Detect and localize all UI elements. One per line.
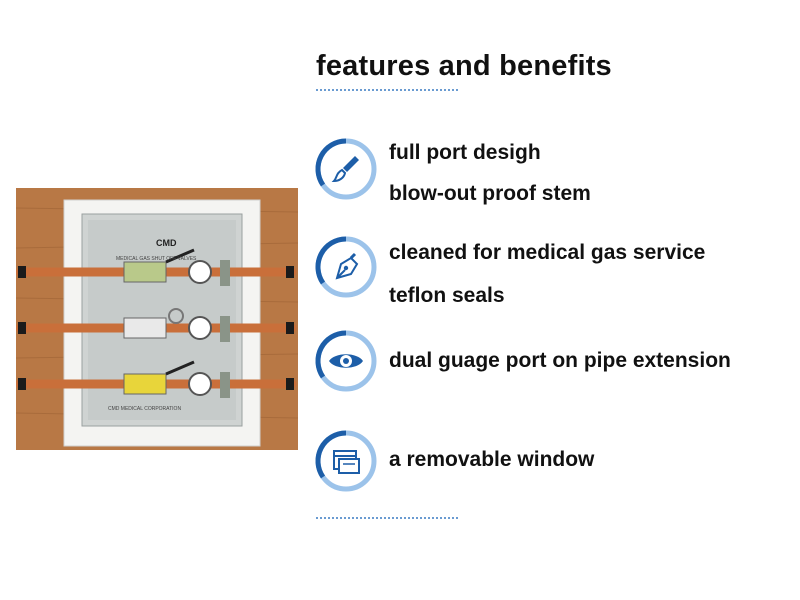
brush-icon [315, 138, 377, 200]
valve-box-image: CMD MEDICAL GAS SHUT OFF VALVES CMD MEDI… [16, 188, 298, 450]
window-icon [315, 430, 377, 492]
eye-icon [315, 330, 377, 392]
pen-nib-icon [315, 236, 377, 298]
brand-logo: CMD [156, 238, 177, 248]
page-title: features and benefits [316, 50, 612, 82]
feature-1-line-2: blow-out proof stem [389, 182, 591, 205]
feature-4-line-1: a removable window [389, 448, 595, 471]
feature-3-line-1: dual guage port on pipe extension [389, 349, 731, 372]
footer-caption: CMD MEDICAL CORPORATION [108, 406, 181, 412]
title-divider [316, 89, 458, 91]
feature-2-line-1: cleaned for medical gas service [389, 241, 706, 264]
feature-2-line-2: teflon seals [389, 284, 505, 307]
panel-caption: MEDICAL GAS SHUT OFF VALVES [116, 256, 197, 262]
bottom-divider [316, 517, 458, 519]
feature-1-line-1: full port desigh [389, 141, 541, 164]
